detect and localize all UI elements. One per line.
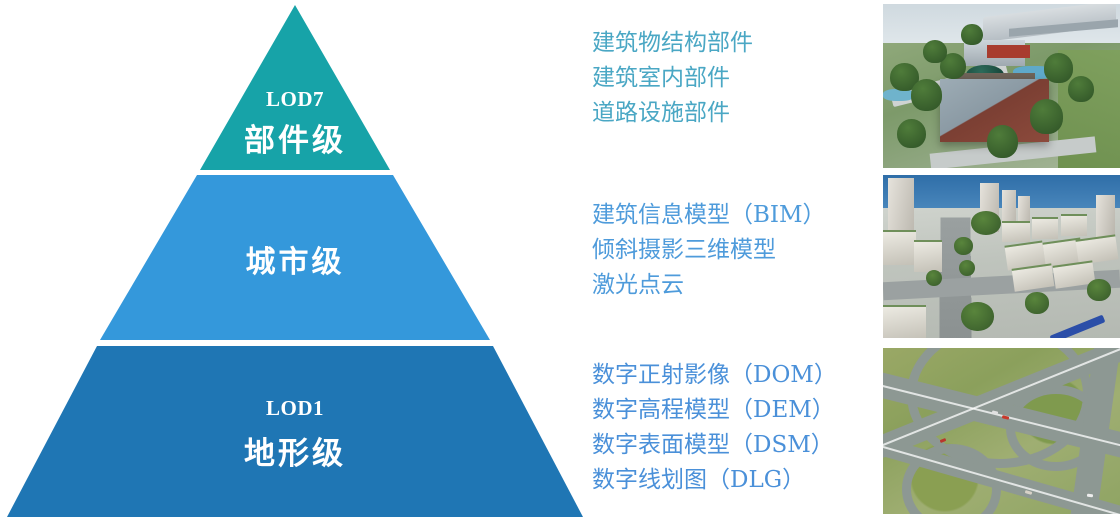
orthophoto-highway-interchange-photo bbox=[883, 348, 1120, 514]
description-block-city: 建筑信息模型（BIM） 倾斜摄影三维模型 激光点云 bbox=[592, 198, 826, 303]
pyramid-diagram: LOD7 部件级 城市级 LOD1 地形级 bbox=[7, 5, 583, 517]
description-line: 倾斜摄影三维模型 bbox=[592, 237, 776, 263]
description-line: 数字线划图（DLG） bbox=[592, 467, 806, 493]
description-line: 数字高程模型（DEM） bbox=[592, 397, 835, 423]
description-line: 建筑信息模型（BIM） bbox=[592, 202, 826, 228]
description-block-lod1: 数字正射影像（DOM） 数字高程模型（DEM） 数字表面模型（DSM） 数字线划… bbox=[592, 358, 837, 498]
description-column: 建筑物结构部件 建筑室内部件 道路设施部件 建筑信息模型（BIM） 倾斜摄影三维… bbox=[592, 0, 882, 517]
description-line: 数字表面模型（DSM） bbox=[592, 432, 834, 458]
description-line: 建筑物结构部件 bbox=[592, 30, 753, 56]
pyramid-tier-lod7[interactable]: LOD7 部件级 bbox=[200, 5, 390, 170]
pyramid-svg: LOD7 部件级 城市级 LOD1 地形级 bbox=[7, 5, 583, 517]
tier-lod1-shape bbox=[7, 346, 583, 517]
pyramid-tier-lod1[interactable]: LOD1 地形级 bbox=[7, 346, 583, 517]
description-line: 建筑室内部件 bbox=[592, 65, 730, 91]
pyramid-tier-city[interactable]: 城市级 bbox=[100, 175, 490, 340]
tier-city-shape bbox=[100, 175, 490, 340]
building-component-3d-model-photo bbox=[883, 4, 1120, 168]
description-block-lod7: 建筑物结构部件 建筑室内部件 道路设施部件 bbox=[592, 26, 753, 131]
photo-column bbox=[883, 0, 1120, 517]
oblique-photogrammetry-city-photo bbox=[883, 175, 1120, 338]
description-line: 道路设施部件 bbox=[592, 100, 730, 126]
description-line: 数字正射影像（DOM） bbox=[592, 362, 837, 388]
tier-lod7-shape bbox=[200, 5, 390, 170]
description-line: 激光点云 bbox=[592, 272, 684, 298]
